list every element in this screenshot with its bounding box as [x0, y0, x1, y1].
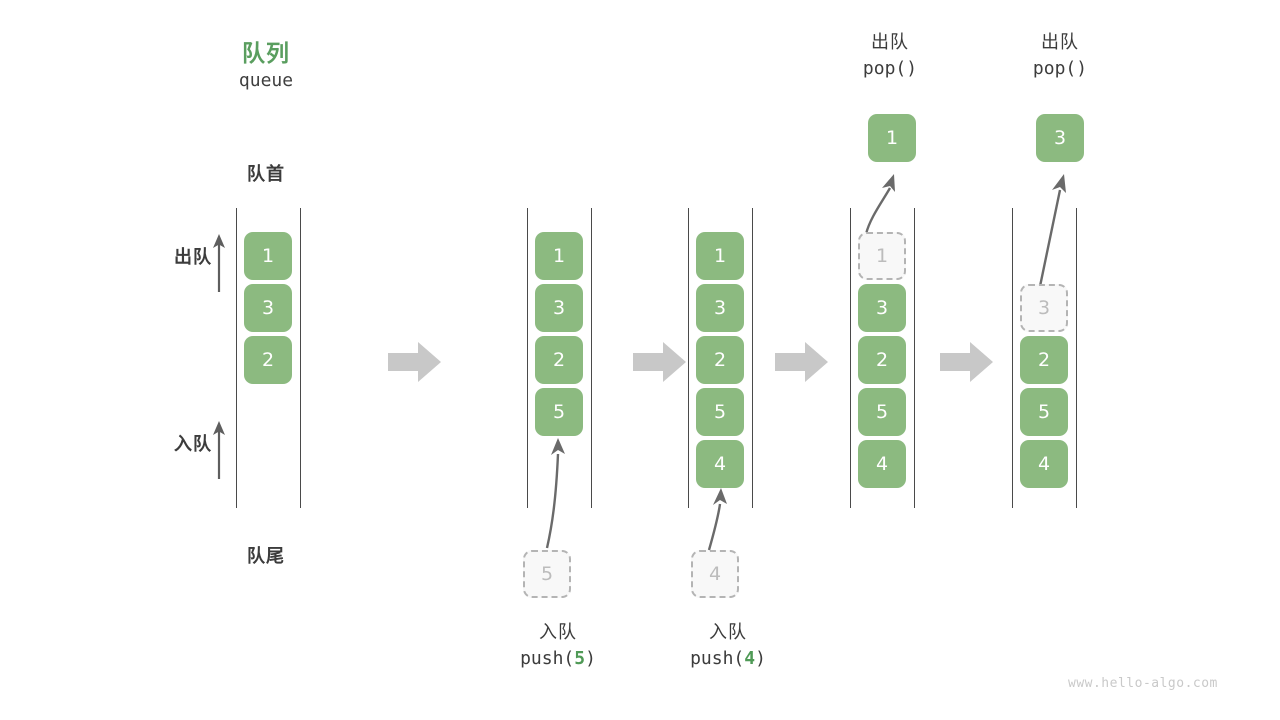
- queue-rail-left: [688, 208, 689, 508]
- diagram-title-en: queue: [238, 70, 294, 91]
- queue-cell: 4: [858, 440, 906, 488]
- queue-cell: 1: [244, 232, 292, 280]
- incoming-ghost-cell: 4: [691, 550, 739, 598]
- enqueue-direction-label: 入队: [174, 434, 212, 455]
- queue-cell: 1: [535, 232, 583, 280]
- queue-cell-ghost: 1: [858, 232, 906, 280]
- diagram-title-cn: 队列: [242, 41, 290, 67]
- pop-2-label-cn: 出队: [1041, 32, 1079, 53]
- flow-arrow-icon: [388, 342, 441, 382]
- dequeue-direction-arrow-icon: [213, 234, 225, 292]
- enqueue-motion-arrow-icon: [707, 488, 727, 551]
- dequeue-motion-arrow-icon: [864, 174, 895, 235]
- flow-arrow-icon: [633, 342, 686, 382]
- queue-rail-right: [914, 208, 915, 508]
- queue-rail-right: [752, 208, 753, 508]
- queue-cell: 4: [696, 440, 744, 488]
- push-4-label-code: push(4): [690, 648, 766, 670]
- queue-cell: 1: [696, 232, 744, 280]
- queue-rail-left: [850, 208, 851, 508]
- queue-cell: 4: [1020, 440, 1068, 488]
- queue-cell: 2: [244, 336, 292, 384]
- push-5-operation-label: 入队 push(5): [478, 620, 638, 672]
- dequeue-direction-label: 出队: [174, 247, 212, 268]
- queue-cell: 5: [1020, 388, 1068, 436]
- popped-cell: 1: [868, 114, 916, 162]
- popped-cell: 3: [1036, 114, 1084, 162]
- queue-rail-right: [591, 208, 592, 508]
- pop-1-operation-label: 出队 pop(): [820, 30, 960, 82]
- queue-cell: 2: [696, 336, 744, 384]
- queue-cell: 2: [1020, 336, 1068, 384]
- queue-cell: 5: [858, 388, 906, 436]
- push-5-label-cn: 入队: [539, 622, 577, 643]
- flow-arrow-icon: [940, 342, 993, 382]
- queue-cell: 3: [696, 284, 744, 332]
- push-4-operation-label: 入队 push(4): [648, 620, 808, 672]
- pop-1-label-code: pop(): [862, 58, 918, 80]
- queue-cell: 2: [858, 336, 906, 384]
- queue-rail-left: [236, 208, 237, 508]
- queue-rail-right: [1076, 208, 1077, 508]
- queue-cell: 5: [696, 388, 744, 436]
- pop-2-operation-label: 出队 pop(): [990, 30, 1130, 82]
- queue-cell: 3: [858, 284, 906, 332]
- push-5-label-code: push(5): [520, 648, 596, 670]
- watermark: www.hello-algo.com: [1068, 676, 1218, 691]
- flow-arrow-icon: [775, 342, 828, 382]
- queue-rail-left: [1012, 208, 1013, 508]
- enqueue-motion-arrow-icon: [545, 438, 565, 549]
- queue-rail-left: [527, 208, 528, 508]
- queue-cell: 3: [244, 284, 292, 332]
- queue-cell: 3: [535, 284, 583, 332]
- enqueue-direction-arrow-icon: [213, 421, 225, 479]
- queue-cell: 5: [535, 388, 583, 436]
- push-4-label-cn: 入队: [709, 622, 747, 643]
- queue-rail-right: [300, 208, 301, 508]
- dequeue-motion-arrow-icon: [1036, 174, 1066, 297]
- pop-1-label-cn: 出队: [871, 32, 909, 53]
- front-label: 队首: [247, 164, 285, 185]
- queue-cell: 2: [535, 336, 583, 384]
- pop-2-label-code: pop(): [1032, 58, 1088, 80]
- rear-label: 队尾: [247, 546, 285, 567]
- incoming-ghost-cell: 5: [523, 550, 571, 598]
- queue-cell-ghost: 3: [1020, 284, 1068, 332]
